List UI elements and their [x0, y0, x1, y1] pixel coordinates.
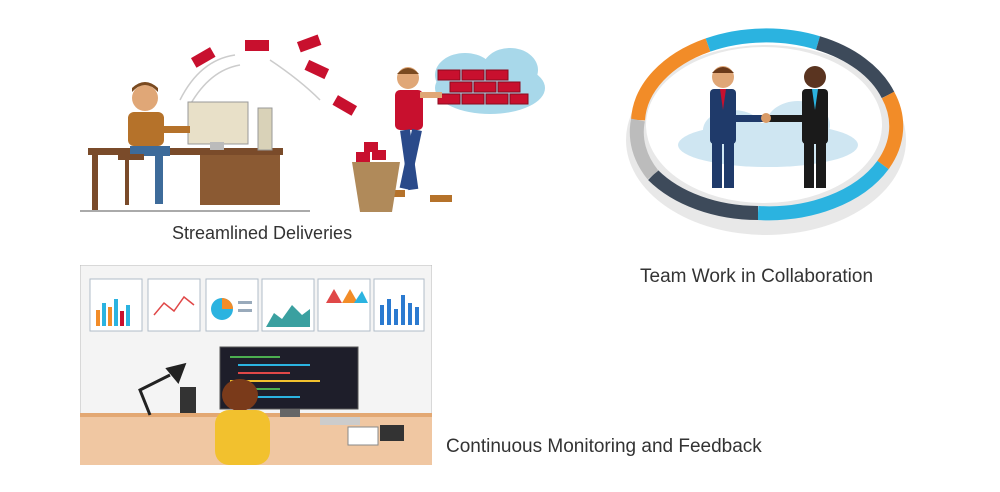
motion-lines	[179, 54, 321, 106]
caption-streamlined-deliveries: Streamlined Deliveries	[172, 223, 353, 243]
flying-bricks	[190, 34, 358, 116]
cloud-icon	[435, 48, 545, 114]
businessman-left-figure	[710, 66, 764, 188]
triangle-chart-icon	[326, 289, 368, 303]
streamlined-deliveries-illustration	[80, 34, 545, 212]
desk-icon	[80, 148, 310, 212]
wall-charts	[89, 278, 425, 332]
bar-chart-icon	[96, 299, 130, 326]
teamwork-illustration	[626, 28, 906, 235]
speaker-icon	[180, 387, 196, 413]
worker-figure	[385, 67, 452, 202]
basket-icon	[352, 142, 400, 212]
line-chart-icon	[153, 295, 195, 316]
keyboard-icon	[320, 417, 360, 425]
ring-frame	[629, 28, 904, 221]
businessman-right-figure	[768, 66, 828, 188]
pie-chart-icon	[211, 298, 252, 320]
caption-teamwork: Team Work in Collaboration	[640, 266, 874, 287]
area-chart-icon	[266, 305, 310, 327]
desk-lamp-icon	[138, 362, 187, 416]
developer-figure	[118, 82, 190, 205]
programmer-figure	[215, 379, 270, 465]
photo-icon	[347, 426, 379, 446]
caption-monitoring: Continuous Monitoring and Feedback	[446, 436, 762, 457]
monitor-icon	[187, 101, 273, 151]
handshake-icon	[761, 113, 771, 123]
monitoring-illustration	[80, 265, 432, 465]
tablet-icon	[380, 425, 404, 441]
blue-bars-icon	[380, 295, 419, 325]
